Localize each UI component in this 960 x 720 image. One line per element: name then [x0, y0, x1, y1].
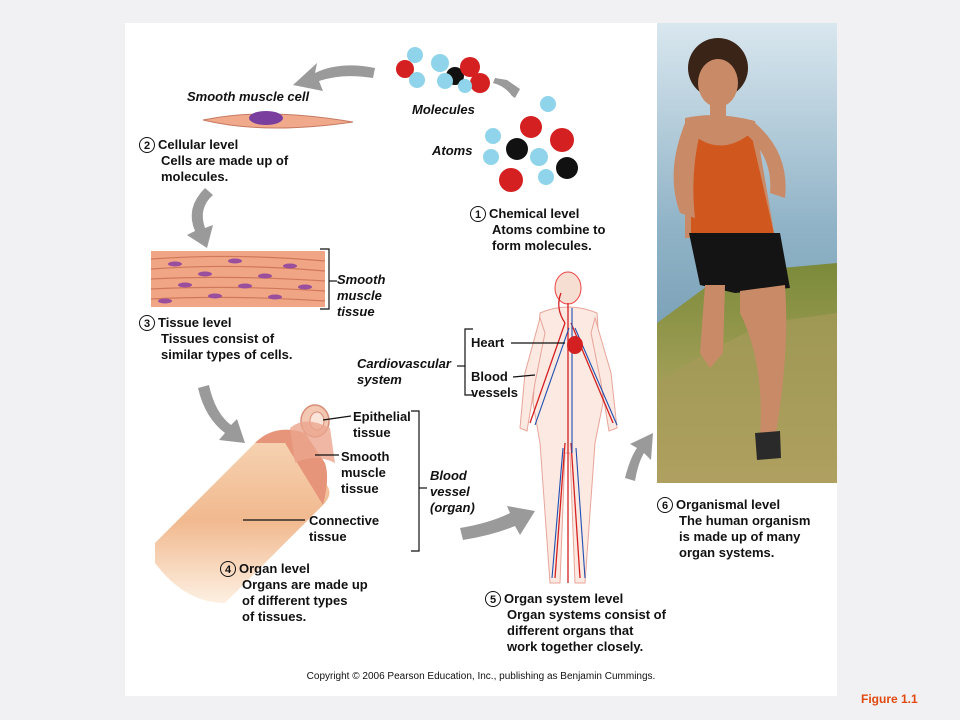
level-number: 6 — [657, 497, 673, 513]
level-number: 4 — [220, 561, 236, 577]
level-number: 2 — [139, 137, 155, 153]
levels-of-organization-figure: Smooth muscle cell Molecules Atoms Smoot… — [125, 23, 837, 696]
blood-vessel-illustration — [155, 404, 335, 603]
atoms-illustration — [483, 96, 578, 192]
heart-label: Heart — [471, 335, 505, 350]
smooth-muscle-tissue-label: Smooth muscle tissue — [337, 272, 386, 319]
smooth-muscle-cell-label: Smooth muscle cell — [187, 89, 310, 104]
copyright-notice: Copyright © 2006 Pearson Education, Inc.… — [306, 671, 656, 682]
level-title: Organ system level — [504, 591, 624, 606]
epithelial-tissue-label: Epithelial tissue — [353, 409, 411, 440]
flow-arrows — [187, 63, 653, 540]
smooth-muscle-tissue-illustration — [150, 248, 337, 310]
cardiovascular-figure — [519, 271, 618, 584]
organ-smooth-muscle-tissue-label: Smooth muscle tissue — [341, 449, 390, 496]
level-title: Organismal level — [676, 497, 781, 512]
molecules-illustration — [396, 47, 490, 93]
level-number: 1 — [470, 206, 486, 222]
level-title: Chemical level — [489, 206, 580, 221]
blood-vessels-label: Blood vessels — [471, 369, 518, 400]
molecules-label: Molecules — [412, 102, 475, 117]
smooth-muscle-cell-illustration — [202, 111, 354, 129]
blood-vessel-organ-label: Blood vessel (organ) — [430, 468, 475, 515]
figure-caption: Figure 1.1 — [861, 692, 918, 706]
organ-leader-lines — [243, 410, 427, 552]
runner-photo — [657, 23, 837, 483]
level-title: Organ level — [239, 561, 310, 576]
level-number: 3 — [139, 315, 155, 331]
cardiovascular-system-label: Cardiovascular system — [357, 356, 451, 387]
connective-tissue-label: Connective tissue — [309, 513, 380, 544]
level-number: 5 — [485, 591, 501, 607]
cardio-leader-lines — [457, 328, 565, 396]
level-title: Tissue level — [158, 315, 232, 330]
level-title: Cellular level — [158, 137, 239, 152]
atoms-label: Atoms — [432, 143, 473, 158]
figure-artwork — [150, 23, 837, 603]
